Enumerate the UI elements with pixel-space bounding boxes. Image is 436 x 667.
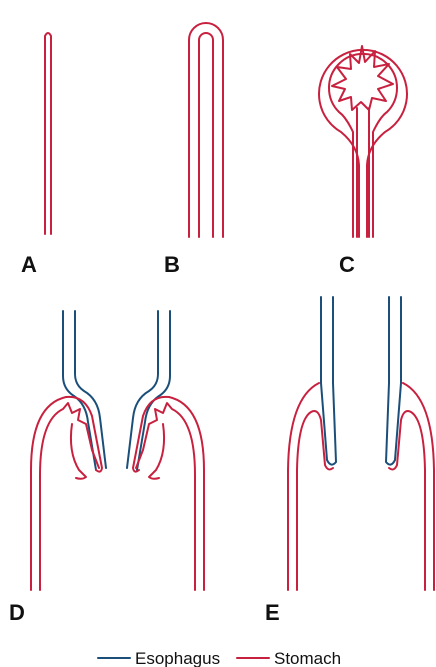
panel-e-stomach-left-inner xyxy=(297,411,333,590)
panel-a: A xyxy=(21,33,51,277)
panel-a-tube xyxy=(45,33,51,234)
panel-e-stomach-right-inner xyxy=(389,411,425,590)
panel-d-label: D xyxy=(9,600,25,625)
legend-stomach-label: Stomach xyxy=(274,649,341,667)
panel-d-stomach-right-wall xyxy=(149,424,164,479)
panel-d-stomach-left-wall xyxy=(71,424,86,479)
legend: Esophagus Stomach xyxy=(98,649,341,667)
panel-b-inner-wall xyxy=(199,33,213,237)
legend-esophagus-label: Esophagus xyxy=(135,649,220,667)
panel-e: E xyxy=(265,297,434,625)
panel-d-stomach-left-outer xyxy=(31,397,102,590)
panel-d-esophagus-right-tube-inner xyxy=(127,311,158,468)
panel-e-label: E xyxy=(265,600,280,625)
panel-e-stomach-left-outer xyxy=(288,383,319,590)
panel-c: C xyxy=(319,46,407,277)
panel-a-label: A xyxy=(21,252,37,277)
panel-e-stomach-right-outer xyxy=(403,383,434,590)
panel-d-esophagus-right-tube xyxy=(137,311,170,470)
panel-b-label: B xyxy=(164,252,180,277)
panel-c-label: C xyxy=(339,252,355,277)
panel-d-stomach-right-inner xyxy=(136,403,195,590)
panel-b: B xyxy=(164,23,223,277)
panel-c-outer-wall xyxy=(319,50,407,237)
panel-d: D xyxy=(9,311,204,625)
panel-b-outer-wall xyxy=(189,23,223,237)
